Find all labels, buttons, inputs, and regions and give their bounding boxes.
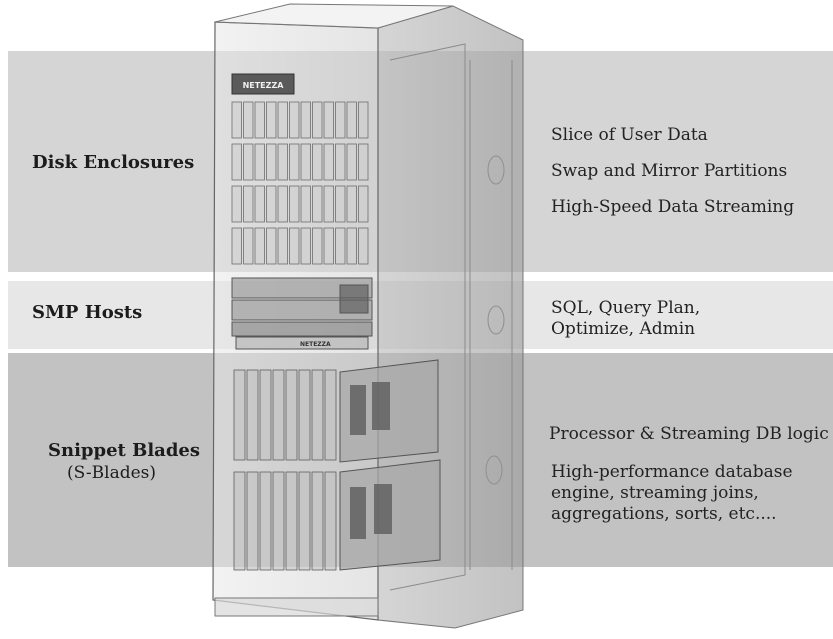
disk-drive xyxy=(231,143,242,181)
smp-desc-line-1: SQL, Query Plan, xyxy=(551,298,701,318)
snippet-blades-label: Snippet Blades xyxy=(48,440,201,461)
disk-drive xyxy=(266,101,277,139)
disk-drive xyxy=(266,227,277,265)
disk-drive xyxy=(323,143,334,181)
disk-drive xyxy=(231,101,242,139)
disk-drive xyxy=(358,101,369,139)
blade-slot xyxy=(233,471,246,571)
blades-desc-line-4: aggregations, sorts, etc.... xyxy=(551,504,777,524)
disk-drive xyxy=(300,227,311,265)
blade-slot xyxy=(233,369,246,461)
disk-drive xyxy=(254,185,265,223)
blade-slot xyxy=(259,471,272,571)
disk-drive xyxy=(312,185,323,223)
disk-drive xyxy=(243,101,254,139)
disk-drive xyxy=(358,185,369,223)
disk-drive xyxy=(335,101,346,139)
disk-drive xyxy=(335,227,346,265)
disk-drive xyxy=(277,101,288,139)
disk-drive xyxy=(254,143,265,181)
disk-drive xyxy=(277,143,288,181)
blade-slot xyxy=(285,369,298,461)
disk-drive xyxy=(231,227,242,265)
blade-slot xyxy=(298,369,311,461)
disk-drive xyxy=(289,185,300,223)
blade-slot xyxy=(259,369,272,461)
blade-slot xyxy=(285,471,298,571)
s-blades-sublabel: (S-Blades) xyxy=(67,463,157,483)
disk-drive xyxy=(254,101,265,139)
disk-drive xyxy=(346,185,357,223)
disk-drive xyxy=(323,185,334,223)
disk-drive xyxy=(335,185,346,223)
disk-desc-line-1: Slice of User Data xyxy=(551,125,708,145)
disk-drive xyxy=(254,227,265,265)
blade-slot xyxy=(324,471,337,571)
blades-desc-line-3: engine, streaming joins, xyxy=(551,483,759,503)
blade-slot xyxy=(324,369,337,461)
disk-desc-line-3: High-Speed Data Streaming xyxy=(551,197,795,217)
disk-drive xyxy=(335,143,346,181)
svg-text:NETEZZA: NETEZZA xyxy=(300,341,331,348)
disk-drive xyxy=(346,143,357,181)
disk-drive xyxy=(266,143,277,181)
blade-slot xyxy=(272,471,285,571)
disk-enclosures-label: Disk Enclosures xyxy=(32,152,195,173)
disk-drive xyxy=(289,101,300,139)
blade-slot xyxy=(246,471,259,571)
disk-drive xyxy=(312,143,323,181)
disk-drive xyxy=(289,143,300,181)
disk-drive xyxy=(323,101,334,139)
blade-slot xyxy=(246,369,259,461)
blades-desc-line-2: High-performance database xyxy=(551,462,793,482)
disk-drive xyxy=(312,227,323,265)
disk-drive xyxy=(243,227,254,265)
disk-drive xyxy=(300,143,311,181)
blade-slot xyxy=(311,369,324,461)
blades-desc-line-1: Processor & Streaming DB logic xyxy=(549,424,829,444)
blade-slot xyxy=(272,369,285,461)
disk-drive xyxy=(277,185,288,223)
smp-desc-line-2: Optimize, Admin xyxy=(551,319,696,339)
disk-drive xyxy=(346,101,357,139)
disk-drive xyxy=(289,227,300,265)
disk-drive xyxy=(243,143,254,181)
disk-drive xyxy=(231,185,242,223)
disk-drive xyxy=(358,143,369,181)
blade-slot xyxy=(311,471,324,571)
disk-drive xyxy=(266,185,277,223)
disk-drive xyxy=(312,101,323,139)
disk-desc-line-2: Swap and Mirror Partitions xyxy=(551,161,788,181)
disk-drive xyxy=(358,227,369,265)
disk-drive xyxy=(300,101,311,139)
disk-drive xyxy=(243,185,254,223)
smp-hosts-label: SMP Hosts xyxy=(32,302,143,323)
disk-drive xyxy=(300,185,311,223)
rack-logo-text: NETEZZA xyxy=(243,81,285,90)
disk-drive xyxy=(277,227,288,265)
disk-drive xyxy=(346,227,357,265)
disk-drive xyxy=(323,227,334,265)
blade-slot xyxy=(298,471,311,571)
